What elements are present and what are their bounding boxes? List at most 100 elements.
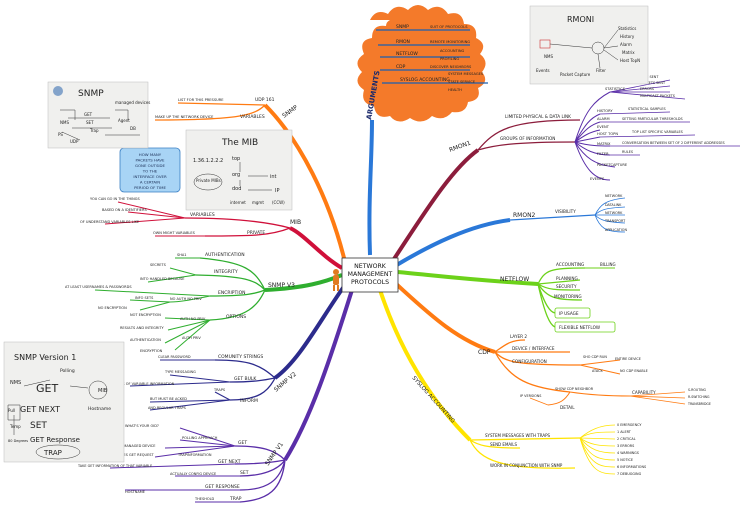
arg-syslog-detail: SYSTEM MESSAGES — [448, 72, 484, 76]
syslog-snmp: WORK IN CONJUNCTION WITH SNMP — [490, 463, 563, 468]
rmon1-packetcapture: PACKETCAPTURE — [597, 163, 628, 167]
v3-line — [209, 289, 266, 297]
netflow-line — [537, 279, 581, 285]
sketch-label: Statistics — [618, 26, 636, 31]
snmpv3-branch: SNMP V3 AUTHENTICATION SHA1 INTEGRITY SE… — [65, 252, 343, 353]
v3-integrity-item: INTO HANDLED BECAUSE — [140, 277, 184, 281]
v1-get-item: POLLING APPROACH — [182, 436, 218, 440]
v3-line — [164, 319, 211, 344]
mib-sketch-title: The MIB — [221, 138, 258, 148]
callout-line: HOW MANY — [139, 152, 162, 157]
syslog-line — [579, 437, 616, 475]
sketch-label: internet — [230, 200, 246, 205]
arg-rmon-detail: REMOTE MONITORING — [430, 40, 470, 44]
v3-enc-item: INFO SETS — [135, 296, 154, 300]
v1-line — [164, 445, 236, 449]
v3-enc-item: NO AUTH NO PRIV — [170, 297, 202, 301]
rmon2-line — [594, 214, 626, 233]
sketch-circle — [88, 380, 108, 400]
v2-line — [229, 377, 276, 401]
rmon2-layer: NETWORK — [605, 211, 623, 215]
arg-cdp-detail: DISCOVER NEIGHBORS — [430, 65, 472, 69]
syslog-level: 4 WARNINGS — [617, 451, 639, 455]
rmon1-groups: GROUPS OF INFORMATION — [500, 136, 555, 141]
v3-enc-item: AT LEAST USERNAMES & PASSWORDS — [65, 285, 132, 289]
v1-trap-item: THESHOLD — [194, 497, 215, 501]
sketch-strokes — [60, 109, 140, 141]
cdp-config-item: ENTIRE DEVICE — [615, 357, 641, 361]
rmon1-line — [574, 121, 601, 143]
v2-community: COMUNITY STRINGS — [218, 354, 263, 360]
netflow-item: MONITORING — [554, 294, 582, 299]
sketch-blob-icon — [53, 86, 63, 96]
rmon1-matrix-detail: CONVERSATION BETWEEN SET OF 2 DIFFERENT … — [622, 141, 725, 145]
sketch-label: NMS — [10, 380, 21, 386]
mib-line — [184, 217, 291, 229]
sketch-frame — [529, 5, 649, 85]
rmon1-line — [609, 85, 671, 93]
netflow-billing: BILLING — [600, 262, 616, 267]
netflow-stem — [397, 270, 539, 286]
rmon1-line — [599, 134, 696, 138]
rmon1-stat-item: PACKETS SENT — [640, 81, 666, 85]
cdp-detail: DETAIL — [560, 405, 575, 410]
netflow-line — [537, 283, 556, 328]
v1-line — [154, 445, 236, 458]
syslog-line — [469, 439, 576, 469]
v1-set-item: ACTUALLY CONFIG DEVICE — [170, 472, 216, 476]
cdp-capability-item: TRANSBRIDGE — [687, 402, 711, 406]
v3-opt-item: ENCRYPTION — [140, 349, 163, 353]
rmon1-filter-detail: RULES — [622, 150, 633, 154]
rmon1-line — [599, 111, 671, 115]
mib-sketch: The MIB 1.36.1.2.2.2 top Private MIBs or… — [185, 129, 293, 211]
syslog-send: SEND EMAILS — [490, 442, 518, 447]
netflow-branch: NETFLOW ACCOUNTING BILLING PLANNING SECU… — [397, 262, 616, 333]
arguments-stem — [367, 119, 374, 256]
cdp-stem — [392, 280, 496, 354]
syslog-level: 5 NOTICE — [617, 458, 633, 462]
sketch-frame — [3, 341, 125, 463]
snmpv3-label: SNMP V3 — [268, 282, 295, 289]
rmon2-stem — [393, 218, 511, 268]
sketch-strokes — [549, 29, 619, 69]
v1-set: SET — [240, 470, 249, 476]
v2-getbulk-item: REDUCE LOTS OF VARIABLE INFORMATION — [100, 382, 175, 386]
v3-line — [199, 257, 266, 291]
rmon1-limited: LIMITED PHYSICAL & DATA LINK — [505, 114, 571, 119]
callout-rect — [119, 147, 181, 193]
cdp-branch: CDP LAYER 2 DEVICE / INTERFACE CONFIGURA… — [392, 280, 711, 410]
v1-getresponse-item: HOSTNAME — [125, 490, 145, 494]
v2-line — [229, 377, 276, 383]
sketch-strokes — [7, 379, 89, 435]
cdp-line — [494, 351, 571, 393]
v2-community-detail: CLEAR PASSWORD — [158, 355, 191, 359]
v1-line — [234, 445, 286, 461]
rmon2-line — [509, 214, 596, 221]
v3-integrity: INTEGRITY — [214, 269, 238, 275]
snmp-variables-detail: MAKE UP THE NETWORK DEVICE — [155, 115, 214, 119]
snmp-sketch: SNMP managed devices NMS GET SET Trap Ag… — [47, 81, 150, 149]
v1-line — [109, 463, 236, 469]
rmon1-line — [477, 141, 576, 151]
rmon1-line — [574, 141, 611, 156]
mib-line — [204, 227, 291, 237]
syslog-level: 0 EMERGENCY — [617, 423, 642, 427]
netflow-label: NETFLOW — [500, 276, 529, 283]
sketch-label: Temp — [9, 424, 21, 429]
v1-get-item: TRAPINFORMATION — [177, 453, 212, 457]
mib-label: MIB — [290, 219, 301, 226]
rmon1-label: RMON1 — [448, 140, 472, 154]
snmpv1-sketch-title: SNMP Version 1 — [14, 353, 76, 362]
v1-line — [179, 427, 236, 447]
syslog-line — [579, 437, 616, 468]
snmpv2-branch: SNMP V2 COMUNITY STRINGS CLEAR PASSWORD … — [100, 283, 347, 411]
sketch-label: DB — [130, 126, 136, 131]
v2-getbulk-item: TYPE MESSAGING — [164, 370, 196, 374]
sketch-label: org — [232, 172, 240, 178]
syslog-messages: SYSTEM MESSAGES WITH TRAPS — [485, 433, 551, 438]
v3-line — [167, 319, 211, 331]
callout-line: TO THE — [142, 169, 158, 174]
v3-opt-item: NOT ENCRYPTION — [130, 313, 161, 317]
arg-snmp: SNMP — [396, 24, 409, 30]
arg-snmp-detail: SUIT OF PROTOCOLS — [430, 25, 468, 29]
